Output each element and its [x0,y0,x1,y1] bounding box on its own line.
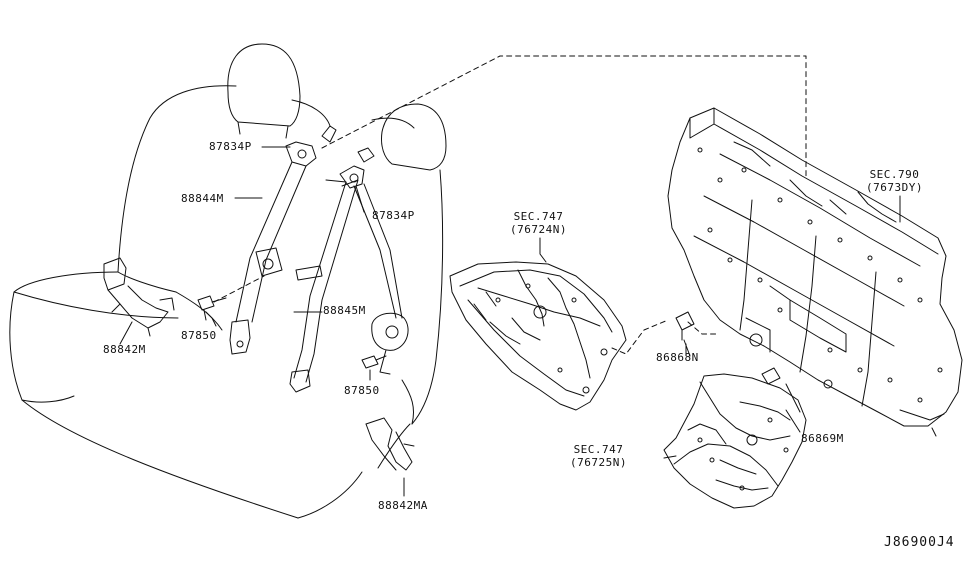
dashed-reference-lines [213,55,807,355]
part-label-87834p-right: 87834P [372,209,415,222]
leader-lines-left [119,146,405,497]
section-ref-sec747-upper: SEC.747 (76724N) [510,210,567,236]
center-seatbelt-assembly [197,125,409,393]
section-ref-subtitle: (76725N) [570,456,627,469]
section-ref-sec747-lower: SEC.747 (76725N) [570,443,627,469]
part-label-86869m: 86869M [801,432,844,445]
panel-sec747-upper [449,237,627,411]
section-ref-title: SEC.790 [869,168,920,181]
section-ref-title: SEC.747 [573,443,624,456]
part-label-88842ma: 88842MA [378,499,428,512]
part-label-88844m: 88844M [181,192,224,205]
buckle-88842m [103,257,175,337]
part-label-87850-mid: 87850 [344,384,380,397]
panel-sec790-floor [667,107,963,437]
section-ref-sec790: SEC.790 (7673DY) [866,168,923,194]
section-ref-subtitle: (7673DY) [866,181,923,194]
section-ref-subtitle: (76724N) [510,223,567,236]
part-label-88845m: 88845M [323,304,366,317]
part-label-86868n: 86868N [656,351,699,364]
rear-seat-illustration [9,43,447,519]
part-label-87850-left: 87850 [181,329,217,342]
diagram-code: J86900J4 [884,535,955,550]
section-ref-title: SEC.747 [513,210,564,223]
buckle-88842ma [365,417,415,471]
leader-lines-right [663,195,901,459]
part-label-87834p-upper: 87834P [209,140,252,153]
part-label-88842m: 88842M [103,343,146,356]
panel-sec747-lower [663,373,807,509]
